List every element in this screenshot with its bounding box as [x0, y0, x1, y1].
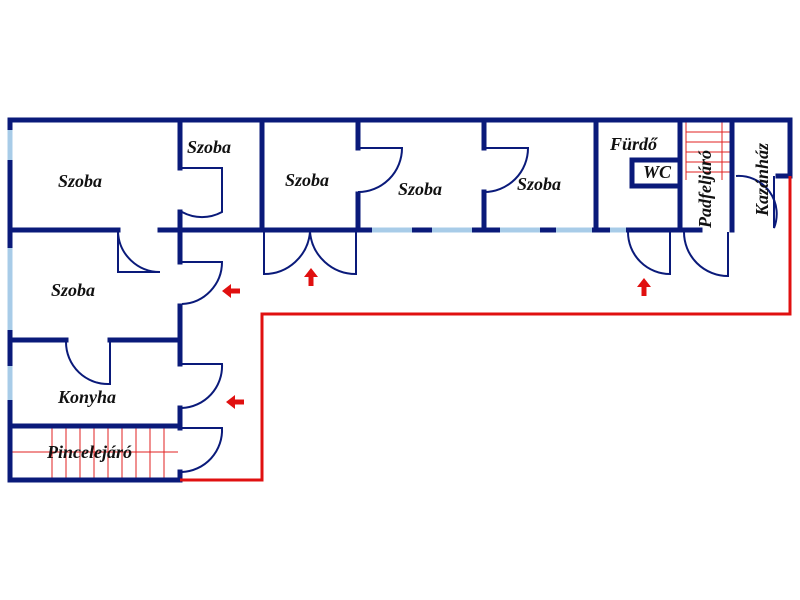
- doors: [64, 147, 778, 473]
- room-label-szoba-6: Szoba: [51, 280, 95, 300]
- arrow-up-2: [637, 278, 651, 296]
- room-label-szoba-3: Szoba: [285, 170, 329, 190]
- arrow-left-1: [222, 284, 240, 298]
- windows: [7, 130, 626, 400]
- arrow-up-1: [304, 268, 318, 286]
- room-label-szoba-4: Szoba: [398, 179, 442, 199]
- room-label-padfeljaro: Padfeljáró: [695, 150, 715, 229]
- room-label-szoba-1: Szoba: [58, 171, 102, 191]
- room-labels: Szoba Szoba Szoba Szoba Szoba Szoba Fürd…: [46, 134, 772, 462]
- room-label-szoba-2: Szoba: [187, 137, 231, 157]
- room-label-konyha: Konyha: [57, 387, 116, 407]
- escape-route: [180, 176, 792, 482]
- arrow-left-2: [226, 395, 244, 409]
- room-label-furdo: Fürdő: [609, 134, 658, 154]
- room-label-kazanhaz: Kazánház: [752, 143, 772, 217]
- attic-stair-hatching: [685, 122, 730, 180]
- walls: [7, 117, 793, 483]
- basement-stair-hatching: [12, 428, 178, 478]
- room-label-pincelejaro: Pincelejáró: [46, 442, 132, 462]
- room-label-szoba-5: Szoba: [517, 174, 561, 194]
- route-arrows: [222, 268, 651, 409]
- room-label-wc: WC: [643, 162, 672, 182]
